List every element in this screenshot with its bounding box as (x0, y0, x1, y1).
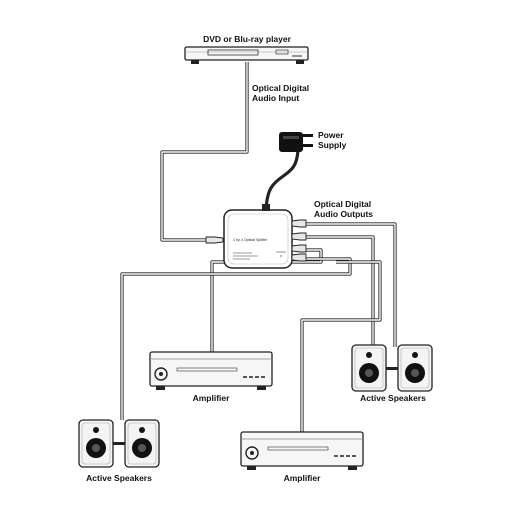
power-supply-label-line1: Power (318, 130, 344, 140)
speakers-left-label: Active Speakers (86, 473, 152, 483)
amplifier-right-label: Amplifier (284, 473, 322, 483)
amplifier-right (240, 431, 364, 470)
amplifier-left (149, 351, 273, 390)
speaker-right-2 (397, 344, 433, 392)
optical-outputs-label-line2: Audio Outputs (314, 209, 373, 219)
optical-input-cable (160, 62, 249, 242)
power-supply-adapter (279, 132, 313, 152)
output-cable-2 (305, 235, 375, 347)
speaker-right-1 (351, 344, 387, 392)
amplifier-left-label: Amplifier (193, 393, 231, 403)
dvd-player (184, 46, 309, 64)
power-supply-label-line2: Supply (318, 140, 347, 150)
speaker-left-2 (124, 419, 160, 468)
power-cable (264, 149, 300, 211)
optical-outputs-label-line1: Optical Digital (314, 199, 371, 209)
optical-input-label-line1: Optical Digital (252, 83, 309, 93)
speakers-left (78, 419, 160, 468)
speaker-left-1 (78, 419, 114, 468)
output-cable-3 (210, 248, 323, 352)
dvd-player-label: DVD or Blu-ray player (203, 34, 292, 44)
output-cable-5 (300, 260, 382, 432)
output-cable-4 (120, 257, 352, 420)
output-cable-1 (305, 222, 397, 347)
optical-splitter: 1 by 4 Optical Splitter (205, 204, 307, 269)
splitter-model-text: 1 by 4 Optical Splitter (233, 238, 268, 242)
speakers-right (351, 344, 433, 392)
speakers-right-label: Active Speakers (360, 393, 426, 403)
optical-input-label-line2: Audio Input (252, 93, 299, 103)
